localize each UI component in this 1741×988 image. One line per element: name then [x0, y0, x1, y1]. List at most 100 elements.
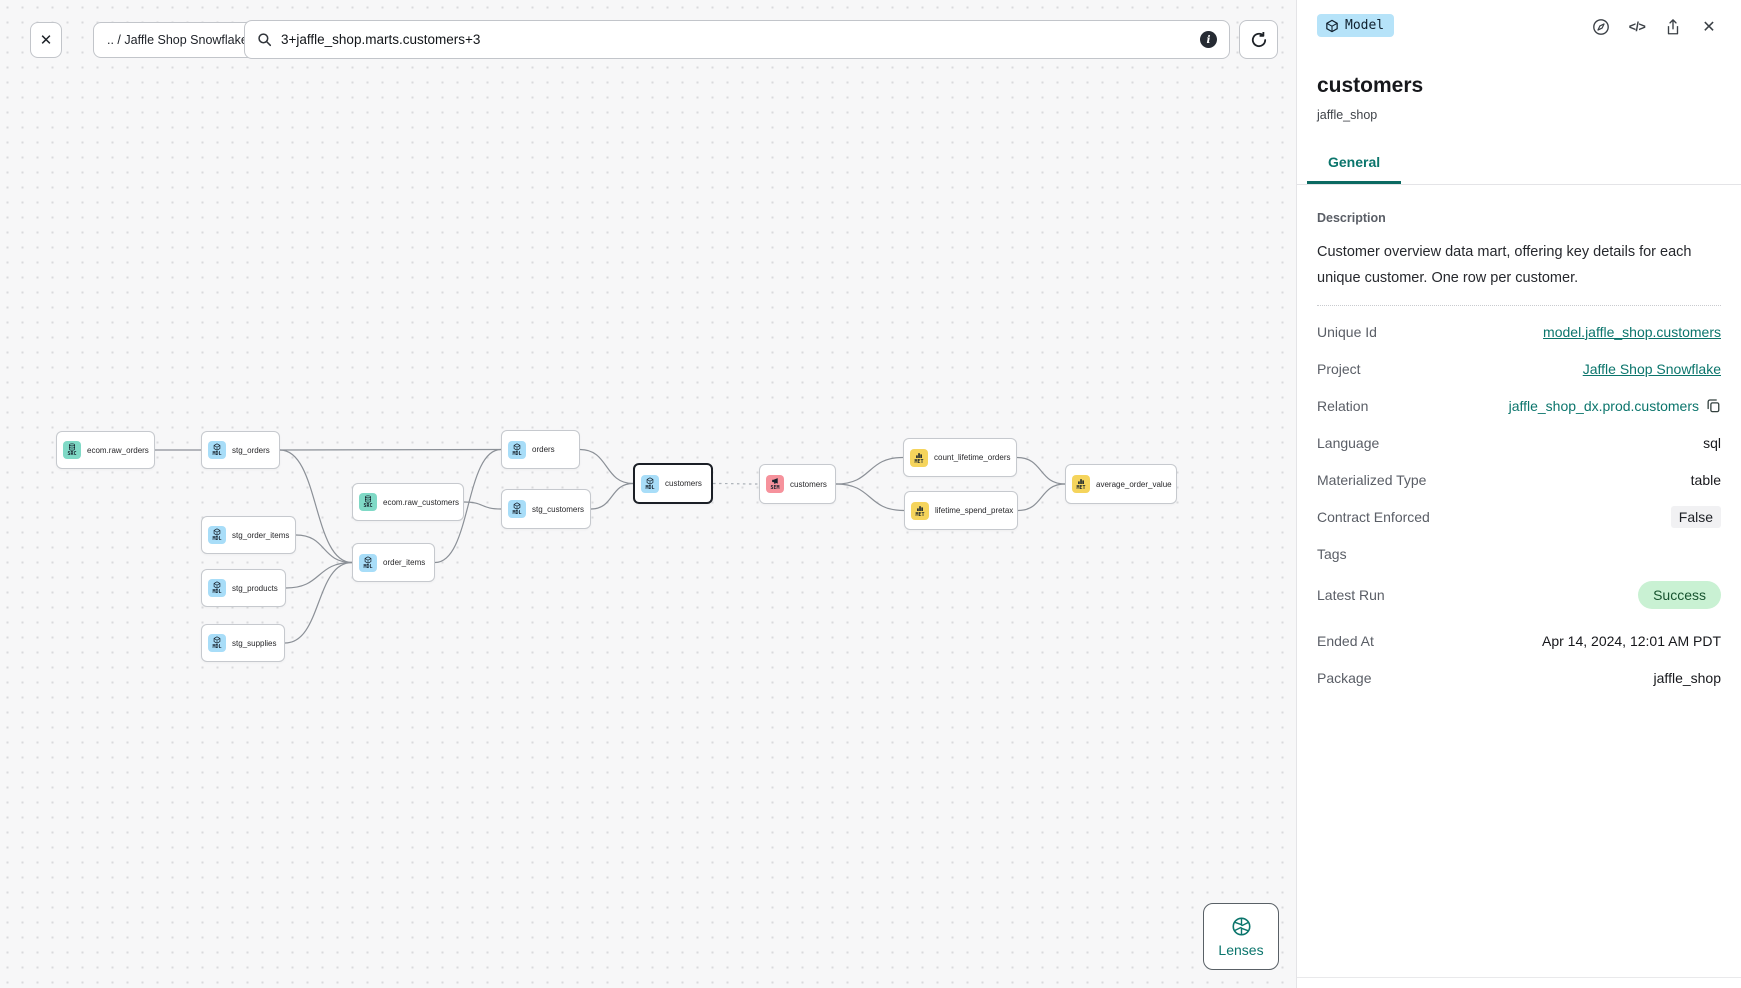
- edge-stg-orders-to-order-items: [279, 449, 353, 564]
- edge-customers-semantic-to-lifetime-spend-pretax: [835, 483, 905, 512]
- edge-lifetime-spend-pretax-to-average-order-value: [1017, 483, 1066, 512]
- close-panel-button[interactable]: ✕: [1699, 17, 1719, 37]
- share-button[interactable]: [1663, 17, 1683, 37]
- edge-orders-to-customers: [579, 448, 634, 485]
- search-input[interactable]: [281, 32, 1191, 47]
- node-label: average_order_value: [1096, 479, 1172, 489]
- relation-value: jaffle_shop_dx.prod.customers: [1508, 397, 1699, 414]
- field-row-latest-run: Latest Run Success: [1317, 572, 1721, 617]
- close-icon: ✕: [1702, 19, 1716, 36]
- field-label-unique-id: Unique Id: [1317, 323, 1377, 340]
- field-label-relation: Relation: [1317, 397, 1369, 414]
- graph-node-customers[interactable]: MDL customers: [633, 463, 713, 504]
- node-label: customers: [665, 479, 702, 488]
- graph-node-stg-supplies[interactable]: MDL stg_supplies: [201, 624, 285, 662]
- refresh-icon: [1250, 31, 1268, 49]
- info-icon[interactable]: i: [1200, 31, 1217, 48]
- met-chip-icon: MET: [911, 501, 929, 520]
- src-chip-icon: SRC: [63, 441, 81, 459]
- lineage-edges: [154, 448, 1066, 644]
- field-row-package: Package jaffle_shop: [1317, 659, 1721, 696]
- tab-general[interactable]: General: [1307, 154, 1402, 184]
- edge-stg-orders-to-orders: [279, 448, 502, 451]
- cube-icon: [1325, 19, 1339, 33]
- field-label-contract-enforced: Contract Enforced: [1317, 508, 1430, 525]
- latest-run-badge: Success: [1638, 580, 1721, 609]
- project-link[interactable]: Jaffle Shop Snowflake: [1582, 360, 1721, 377]
- package-value: jaffle_shop: [1653, 669, 1721, 686]
- panel-subtitle: jaffle_shop: [1317, 107, 1378, 122]
- code-icon: </>: [1628, 20, 1646, 34]
- edge-stg-order-items-to-order-items: [295, 534, 353, 564]
- lenses-label: Lenses: [1218, 941, 1264, 958]
- node-label: ecom.raw_customers: [383, 497, 460, 507]
- field-label-project: Project: [1317, 360, 1361, 377]
- mdl-chip-icon: MDL: [208, 579, 226, 597]
- edge-order-items-to-orders: [434, 448, 502, 564]
- graph-node-ecom-raw-customers[interactable]: SRC ecom.raw_customers: [352, 483, 464, 521]
- field-row-project: Project Jaffle Shop Snowflake: [1317, 350, 1721, 387]
- mdl-chip-icon: MDL: [208, 634, 226, 652]
- field-value-latest-run: Success: [1638, 580, 1721, 609]
- node-label: order_items: [383, 558, 426, 567]
- refresh-button[interactable]: [1239, 20, 1278, 59]
- field-value-relation: jaffle_shop_dx.prod.customers: [1509, 398, 1721, 414]
- field-label-latest-run: Latest Run: [1317, 586, 1385, 603]
- edge-stg-supplies-to-order-items: [284, 561, 353, 644]
- panel-actions: </> ✕: [1591, 17, 1719, 37]
- field-row-relation: Relation jaffle_shop_dx.prod.customers: [1317, 387, 1721, 424]
- field-value-unique-id: model.jaffle_shop.customers: [1543, 324, 1721, 340]
- node-label: stg_customers: [532, 504, 585, 514]
- field-row-contract-enforced: Contract Enforced False: [1317, 498, 1721, 535]
- resource-type-badge: Model: [1317, 14, 1395, 37]
- share-icon: [1664, 18, 1682, 36]
- edge-customers-semantic-to-count-lifetime-orders: [835, 456, 904, 485]
- mdl-chip-icon: MDL: [359, 553, 377, 572]
- view-code-button[interactable]: </>: [1627, 17, 1647, 37]
- mdl-chip-icon: MDL: [641, 474, 659, 493]
- description-text: Customer overview data mart, offering ke…: [1317, 243, 1692, 287]
- node-label: stg_supplies: [232, 638, 277, 648]
- contract-enforced-badge: False: [1670, 505, 1721, 528]
- breadcrumb[interactable]: .. / Jaffle Shop Snowflake: [93, 22, 262, 58]
- field-row-tags: Tags: [1317, 535, 1721, 572]
- lenses-aperture-icon: [1231, 916, 1252, 937]
- unique-id-link[interactable]: model.jaffle_shop.customers: [1543, 323, 1721, 340]
- details-panel: Model </> ✕ customers jaffle_shop Genera…: [1296, 0, 1741, 988]
- panel-header: Model </> ✕ customers jaffle_shop: [1297, 0, 1741, 122]
- node-label: lifetime_spend_pretax: [935, 506, 1014, 515]
- explore-button[interactable]: [1591, 17, 1611, 37]
- materialized-type-value: table: [1690, 471, 1721, 488]
- field-label-ended-at: Ended At: [1317, 632, 1374, 649]
- close-lineage-button[interactable]: ✕: [30, 22, 62, 58]
- compass-icon: [1592, 18, 1610, 36]
- field-value-project: Jaffle Shop Snowflake: [1583, 361, 1721, 377]
- edge-count-lifetime-orders-to-average-order-value: [1016, 456, 1066, 485]
- field-value-contract-enforced: False: [1670, 505, 1721, 528]
- graph-node-lifetime-spend-pretax[interactable]: MET lifetime_spend_pretax: [904, 491, 1018, 530]
- search-icon: [257, 32, 272, 47]
- field-label-package: Package: [1317, 669, 1372, 686]
- lenses-button[interactable]: Lenses: [1203, 903, 1279, 970]
- field-row-unique-id: Unique Id model.jaffle_shop.customers: [1317, 313, 1721, 350]
- panel-tabs: General: [1297, 154, 1741, 185]
- sem-chip-icon: SEM: [766, 475, 784, 493]
- node-label: stg_orders: [232, 445, 270, 455]
- graph-node-order-items[interactable]: MDL order_items: [352, 543, 435, 582]
- copy-relation-button[interactable]: [1706, 398, 1721, 413]
- src-chip-icon: SRC: [359, 493, 377, 511]
- node-label: count_lifetime_orders: [934, 453, 1011, 462]
